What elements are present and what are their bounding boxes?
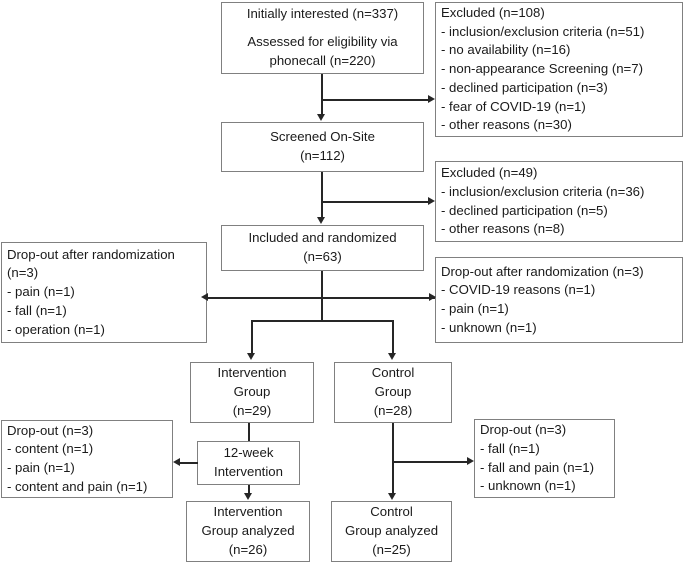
node-line: - content and pain (n=1): [7, 478, 148, 494]
node-line: Initially interested (n=337): [246, 6, 399, 22]
arrowhead-to-dropout-left: [201, 293, 208, 301]
node-twelve-week-intervention: 12-week Intervention: [197, 441, 300, 485]
node-line: - other reasons (n=30): [441, 117, 572, 133]
node-screened-onsite: Screened On-Site (n=112): [221, 122, 424, 172]
arrowhead-to-included: [317, 217, 325, 224]
node-intervention-group: Intervention Group (n=29): [190, 362, 314, 423]
node-line: Intervention: [214, 464, 283, 479]
node-excluded-2: Excluded (n=49) - inclusion/exclusion cr…: [435, 161, 683, 242]
connector-group-split-bus: [251, 320, 393, 322]
arrowhead-to-excluded2: [428, 197, 435, 205]
node-line: Group: [233, 384, 271, 400]
node-line: - other reasons (n=8): [441, 221, 565, 237]
node-control-group: Control Group (n=28): [334, 362, 452, 423]
node-line: Drop-out after randomization: [7, 246, 175, 262]
node-line: - no availability (n=16): [441, 42, 571, 58]
node-line: - inclusion/exclusion criteria (n=36): [441, 183, 645, 199]
node-line: Group analyzed: [201, 523, 295, 539]
arrowhead-to-control-group: [388, 353, 396, 360]
node-line: - fall (n=1): [480, 440, 540, 456]
node-line: Drop-out after randomization (n=3): [441, 263, 644, 279]
connector-screened-to-excluded2: [321, 201, 428, 203]
node-line: - inclusion/exclusion criteria (n=51): [441, 23, 645, 39]
arrowhead-to-dropout-control: [467, 457, 474, 465]
node-line: Drop-out (n=3): [480, 422, 567, 438]
node-line: - pain (n=1): [7, 460, 75, 475]
node-excluded-1: Excluded (n=108) - inclusion/exclusion c…: [435, 2, 683, 137]
node-dropout-intervention: Drop-out (n=3) - content (n=1) - pain (n…: [1, 420, 173, 498]
node-dropout-after-randomization-left: Drop-out after randomization (n=3) - pai…: [1, 242, 207, 343]
node-line: - fall and pain (n=1): [480, 459, 594, 475]
node-line: - pain (n=1): [7, 284, 75, 300]
node-line: Control: [370, 504, 413, 520]
node-line: - fear of COVID-19 (n=1): [441, 98, 586, 114]
node-line: - declined participation (n=5): [441, 202, 608, 218]
node-line: Screened On-Site: [270, 129, 375, 145]
arrowhead-to-screened: [317, 114, 325, 121]
node-line: - unknown (n=1): [441, 319, 537, 335]
node-line: - declined participation (n=3): [441, 79, 608, 95]
node-control-group-analyzed: Control Group analyzed (n=25): [331, 501, 452, 562]
node-line: (n=3): [7, 265, 39, 281]
connector-to-intervention-group: [251, 320, 253, 354]
connector-control-to-dropout: [392, 461, 467, 463]
arrowhead-to-intervention-group: [247, 353, 255, 360]
node-line: (n=28): [373, 402, 413, 418]
connector-12week-to-analyzed: [248, 485, 250, 494]
node-intervention-group-analyzed: Intervention Group analyzed (n=26): [186, 501, 310, 562]
node-line: Drop-out (n=3): [7, 422, 94, 438]
arrowhead-to-intervention-analyzed: [244, 493, 252, 500]
node-dropout-control: Drop-out (n=3) - fall (n=1) - fall and p…: [474, 419, 615, 498]
connector-12week-to-dropout: [180, 462, 198, 464]
connector-initial-to-excluded1: [321, 99, 428, 101]
node-line: Control: [371, 365, 415, 381]
node-line: Intervention: [213, 504, 283, 520]
node-line: Excluded (n=49): [441, 165, 538, 181]
node-line: Group: [374, 384, 412, 400]
node-line: - COVID-19 reasons (n=1): [441, 282, 596, 298]
node-included-randomized: Included and randomized (n=63): [221, 225, 424, 271]
node-line: (n=112): [300, 148, 345, 163]
node-line: phonecall (n=220): [269, 52, 376, 68]
arrowhead-to-dropout-intervention: [173, 458, 180, 466]
arrowhead-to-excluded1: [428, 95, 435, 103]
node-line: (n=26): [228, 541, 268, 557]
connector-initial-to-screened: [321, 99, 323, 115]
arrowhead-to-control-analyzed: [388, 493, 396, 500]
node-line: Intervention: [217, 365, 287, 381]
node-line: Assessed for eligibility via: [247, 34, 398, 50]
node-line: (n=29): [232, 402, 272, 418]
node-line: (n=63): [303, 249, 342, 264]
node-line: - unknown (n=1): [480, 478, 576, 494]
connector-control-down: [392, 423, 394, 494]
node-initially-interested: Initially interested (n=337) Assessed fo…: [221, 2, 424, 74]
node-line: - fall (n=1): [7, 302, 67, 318]
node-line: (n=25): [372, 541, 411, 557]
connector-dropout-bus: [207, 297, 435, 299]
arrowhead-to-dropout-right: [429, 293, 436, 301]
node-line: - content (n=1): [7, 441, 94, 457]
node-line: - non-appearance Screening (n=7): [441, 61, 643, 77]
node-line: - pain (n=1): [441, 301, 509, 316]
node-dropout-after-randomization-right: Drop-out after randomization (n=3) - COV…: [435, 257, 683, 343]
node-line: - operation (n=1): [7, 321, 105, 337]
connector-intervention-to-12week: [248, 423, 250, 441]
node-line: Excluded (n=108): [441, 4, 545, 20]
node-line: Group analyzed: [344, 523, 439, 539]
node-line: 12-week: [223, 445, 274, 461]
connector-included-down: [321, 271, 323, 321]
connector-initial-down: [321, 74, 323, 100]
connector-screened-down: [321, 172, 323, 218]
node-line: Included and randomized: [248, 230, 397, 246]
connector-to-control-group: [392, 320, 394, 354]
